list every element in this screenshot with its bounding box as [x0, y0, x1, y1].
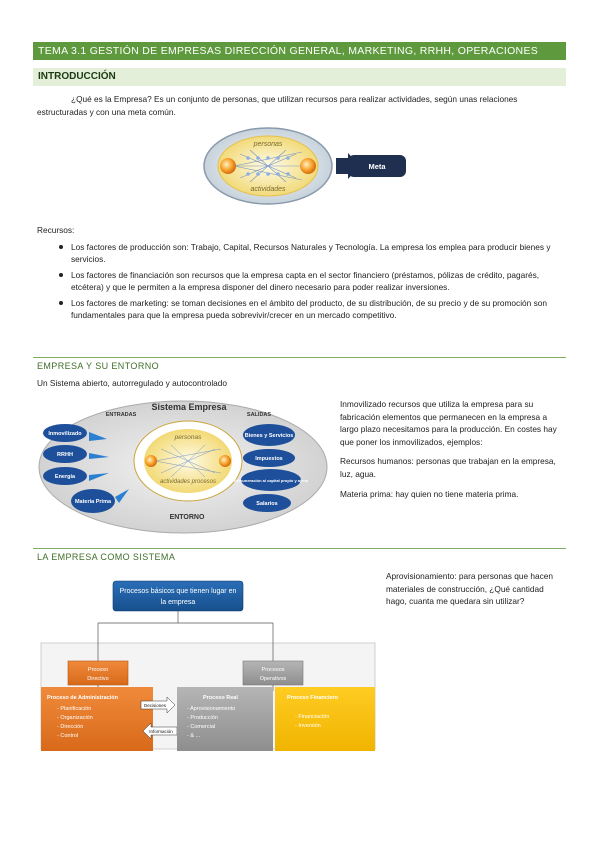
decisiones-label: Decisiones — [144, 703, 167, 708]
real-title: Proceso Real — [203, 695, 238, 701]
admin-title: Proceso de Administración — [47, 695, 119, 701]
diagram-inputs-label: ENTRADAS — [106, 412, 137, 418]
informacion-label: Información — [149, 729, 173, 734]
operativo-line: Procesos — [262, 667, 285, 673]
page-title-band: TEMA 3.1 GESTIÓN DE EMPRESAS DIRECCIÓN G… — [33, 42, 566, 60]
section-heading-entorno: EMPRESA Y SU ENTORNO — [37, 361, 160, 371]
diagram-actividades-label: actividades — [250, 186, 286, 193]
real-item: - Comercial — [187, 724, 215, 730]
diagram-outputs-label: SALIDAS — [247, 412, 271, 418]
section-divider — [33, 357, 566, 358]
side-paragraph: Materia prima: hay quien no tiene materi… — [340, 488, 519, 499]
top-box-line: Procesos básicos que tienen lugar en — [120, 588, 237, 595]
fin-item: - Financiación — [295, 714, 329, 720]
intro-paragraph: ¿Qué es la Empresa? Es un conjunto de pe… — [37, 94, 518, 117]
diagram-personas-label: personas — [253, 141, 283, 148]
diagram-center-bottom: actividades procesos — [160, 479, 216, 485]
diagram-center-top: personas — [174, 434, 202, 441]
admin-item: - Organización — [57, 715, 93, 721]
section-divider — [33, 548, 566, 549]
input-rrhh: RRHH — [57, 452, 73, 458]
empresa-meta-diagram: personas actividades Meta — [203, 127, 406, 205]
output-remuneracion: Remuneración al capital propio y ajeno — [234, 478, 309, 483]
diagram-footer: ENTORNO — [170, 514, 205, 521]
output-impuestos: Impuestos — [255, 456, 283, 462]
real-item: - Aprovisionamiento — [187, 706, 235, 712]
real-item: - & ... — [187, 733, 201, 739]
output-bienes: Bienes y Servicios — [245, 433, 294, 439]
real-item: - Producción — [187, 715, 218, 721]
admin-item: - Control — [57, 733, 78, 739]
resources-label: Recursos: — [37, 225, 75, 235]
admin-item: - Planificación — [57, 706, 91, 712]
section-intro-heading: INTRODUCCIÓN — [33, 68, 566, 86]
entorno-side-text: Inmovilizado recursos que utiliza la emp… — [340, 398, 562, 507]
top-box-line: la empresa — [161, 599, 196, 606]
list-item: Los factores de financiación son recurso… — [37, 269, 562, 294]
list-item: Los factores de marketing: se toman deci… — [37, 297, 562, 322]
side-paragraph: Inmovilizado recursos que utiliza la emp… — [340, 399, 557, 447]
fin-title: Proceso Financiero — [287, 695, 339, 701]
input-energia: Energía — [55, 474, 76, 480]
admin-item: - Dirección — [57, 724, 83, 730]
directivo-line: Proceso — [88, 667, 108, 673]
entorno-subtitle: Un Sistema abierto, autorregulado y auto… — [37, 378, 228, 388]
resources-list: Los factores de producción son: Trabajo,… — [37, 241, 562, 324]
list-item: Los factores de producción son: Trabajo,… — [37, 241, 562, 266]
sistema-empresa-diagram: Sistema Empresa ENTRADAS SALIDAS persona… — [38, 400, 328, 534]
fin-item: - Inversión — [295, 723, 321, 729]
operativo-line: Operativos — [260, 676, 287, 682]
diagram-meta-label: Meta — [368, 162, 386, 171]
side-paragraph: Aprovisionamiento: para personas que hac… — [386, 571, 553, 607]
procesos-diagram: Procesos básicos que tienen lugar en la … — [40, 580, 376, 751]
directivo-line: Directivo — [87, 676, 108, 682]
sistema-side-text: Aprovisionamiento: para personas que hac… — [386, 570, 562, 615]
section-heading-sistema: LA EMPRESA COMO SISTEMA — [37, 552, 176, 562]
output-salarios: Salarios — [256, 501, 277, 507]
input-materia-prima: Materia Prima — [75, 499, 112, 505]
side-paragraph: Recursos humanos: personas que trabajan … — [340, 456, 556, 479]
input-inmovilizado: Inmovilizado — [48, 431, 82, 437]
diagram-title: Sistema Empresa — [151, 402, 227, 412]
